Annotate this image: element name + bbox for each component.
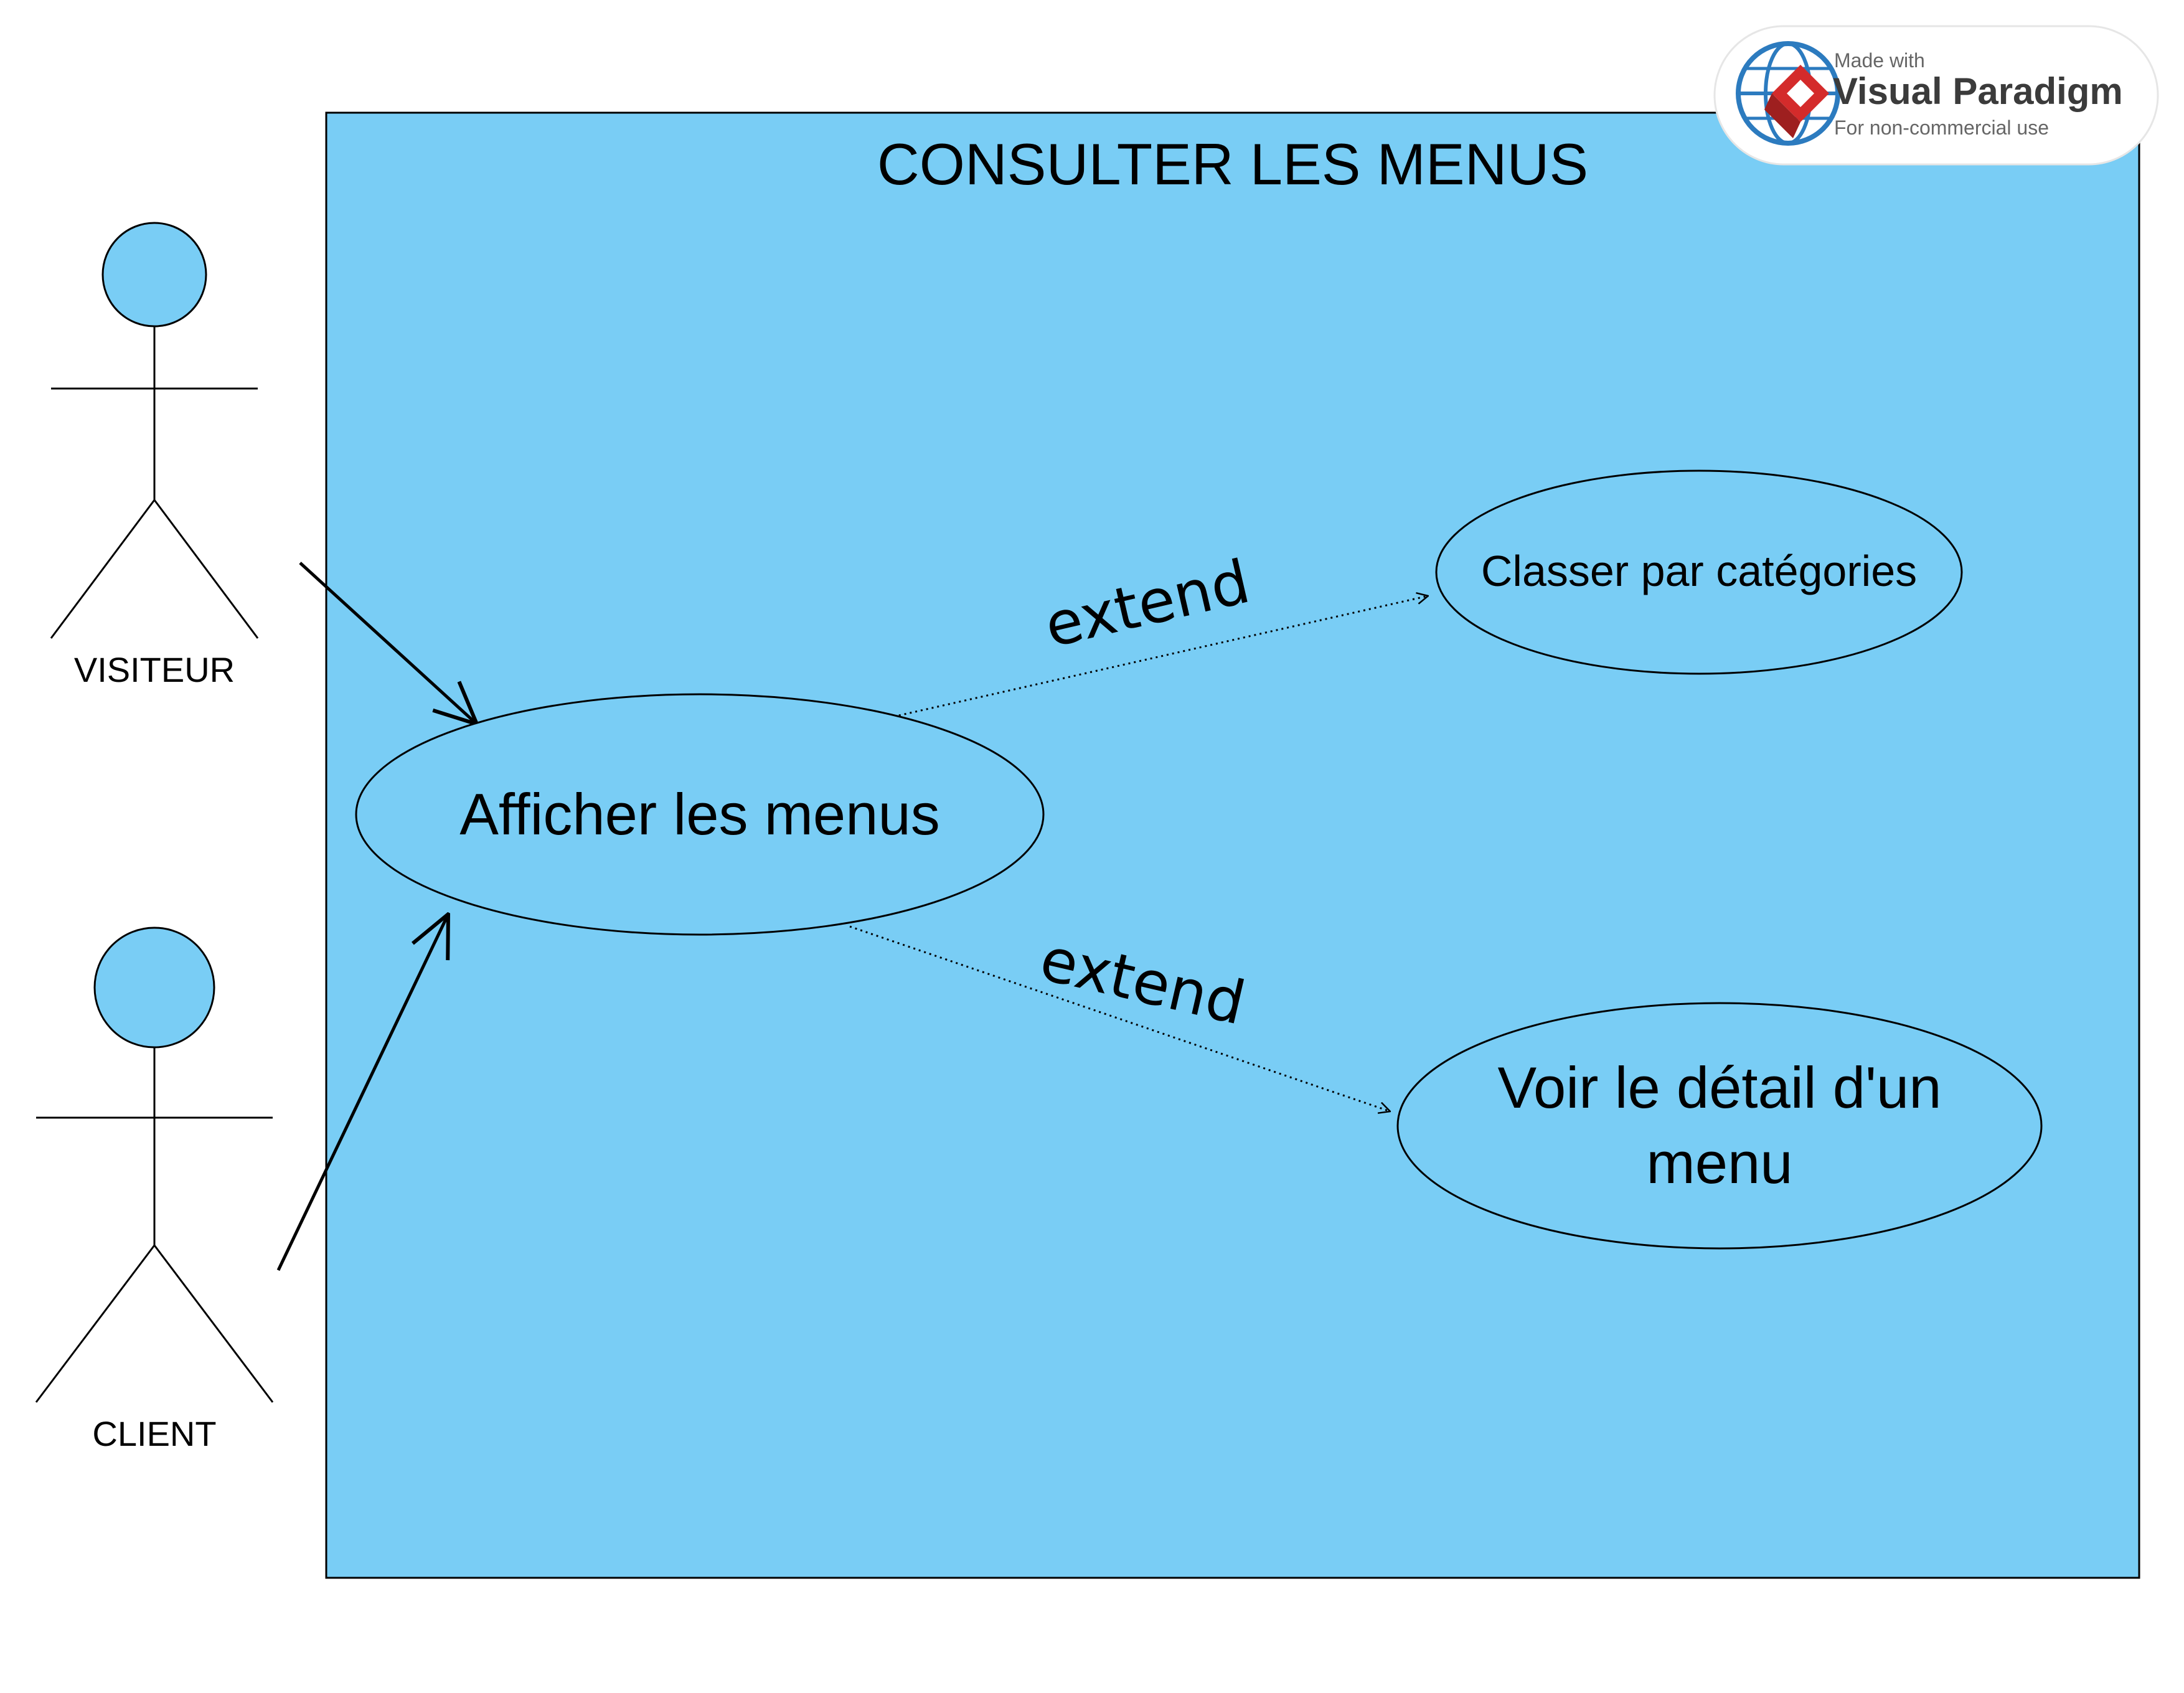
visual-paradigm-watermark: Made with Visual Paradigm For non-commer… bbox=[1713, 25, 2159, 166]
use-case-ellipse bbox=[1435, 469, 1963, 675]
actor-head bbox=[93, 927, 215, 1049]
use-case-classer-par-categories[interactable]: Classer par catégories bbox=[1435, 469, 1963, 675]
actor-head bbox=[101, 222, 207, 328]
actor-name: CLIENT bbox=[92, 1414, 216, 1453]
actor-left-leg bbox=[35, 1245, 156, 1403]
extend-line bbox=[893, 596, 1428, 718]
use-case-label: Classer par catégories bbox=[1481, 547, 1917, 595]
visual-paradigm-logo-icon bbox=[1736, 41, 1840, 146]
use-case-label: Afficher les menus bbox=[459, 781, 940, 847]
association-client-afficher[interactable] bbox=[276, 914, 448, 1271]
use-case-voir-le-detail[interactable]: Voir le détail d'un menu bbox=[1396, 1002, 2043, 1250]
watermark-line-3: For non-commercial use bbox=[1834, 116, 2049, 139]
actor-right-leg bbox=[153, 1245, 274, 1403]
actor-name: VISITEUR bbox=[74, 650, 235, 689]
use-case-ellipse bbox=[355, 693, 1045, 936]
system-title: CONSULTER LES MENUS bbox=[877, 131, 1588, 197]
watermark-line-2: Visual Paradigm bbox=[1833, 70, 2123, 112]
watermark-line-1: Made with bbox=[1834, 49, 1925, 72]
association-visiteur-afficher[interactable] bbox=[299, 562, 477, 724]
use-case-label-line-1: Voir le détail d'un bbox=[1498, 1055, 1942, 1120]
actor-visiteur[interactable]: VISITEUR bbox=[50, 222, 259, 689]
actor-right-leg bbox=[153, 499, 259, 639]
use-case-afficher-les-menus[interactable]: Afficher les menus bbox=[355, 693, 1045, 936]
use-case-ellipse bbox=[1396, 1002, 2043, 1250]
use-case-label-line-2: menu bbox=[1646, 1130, 1792, 1195]
actor-client[interactable]: CLIENT bbox=[35, 927, 274, 1453]
actor-left-leg bbox=[50, 499, 156, 639]
